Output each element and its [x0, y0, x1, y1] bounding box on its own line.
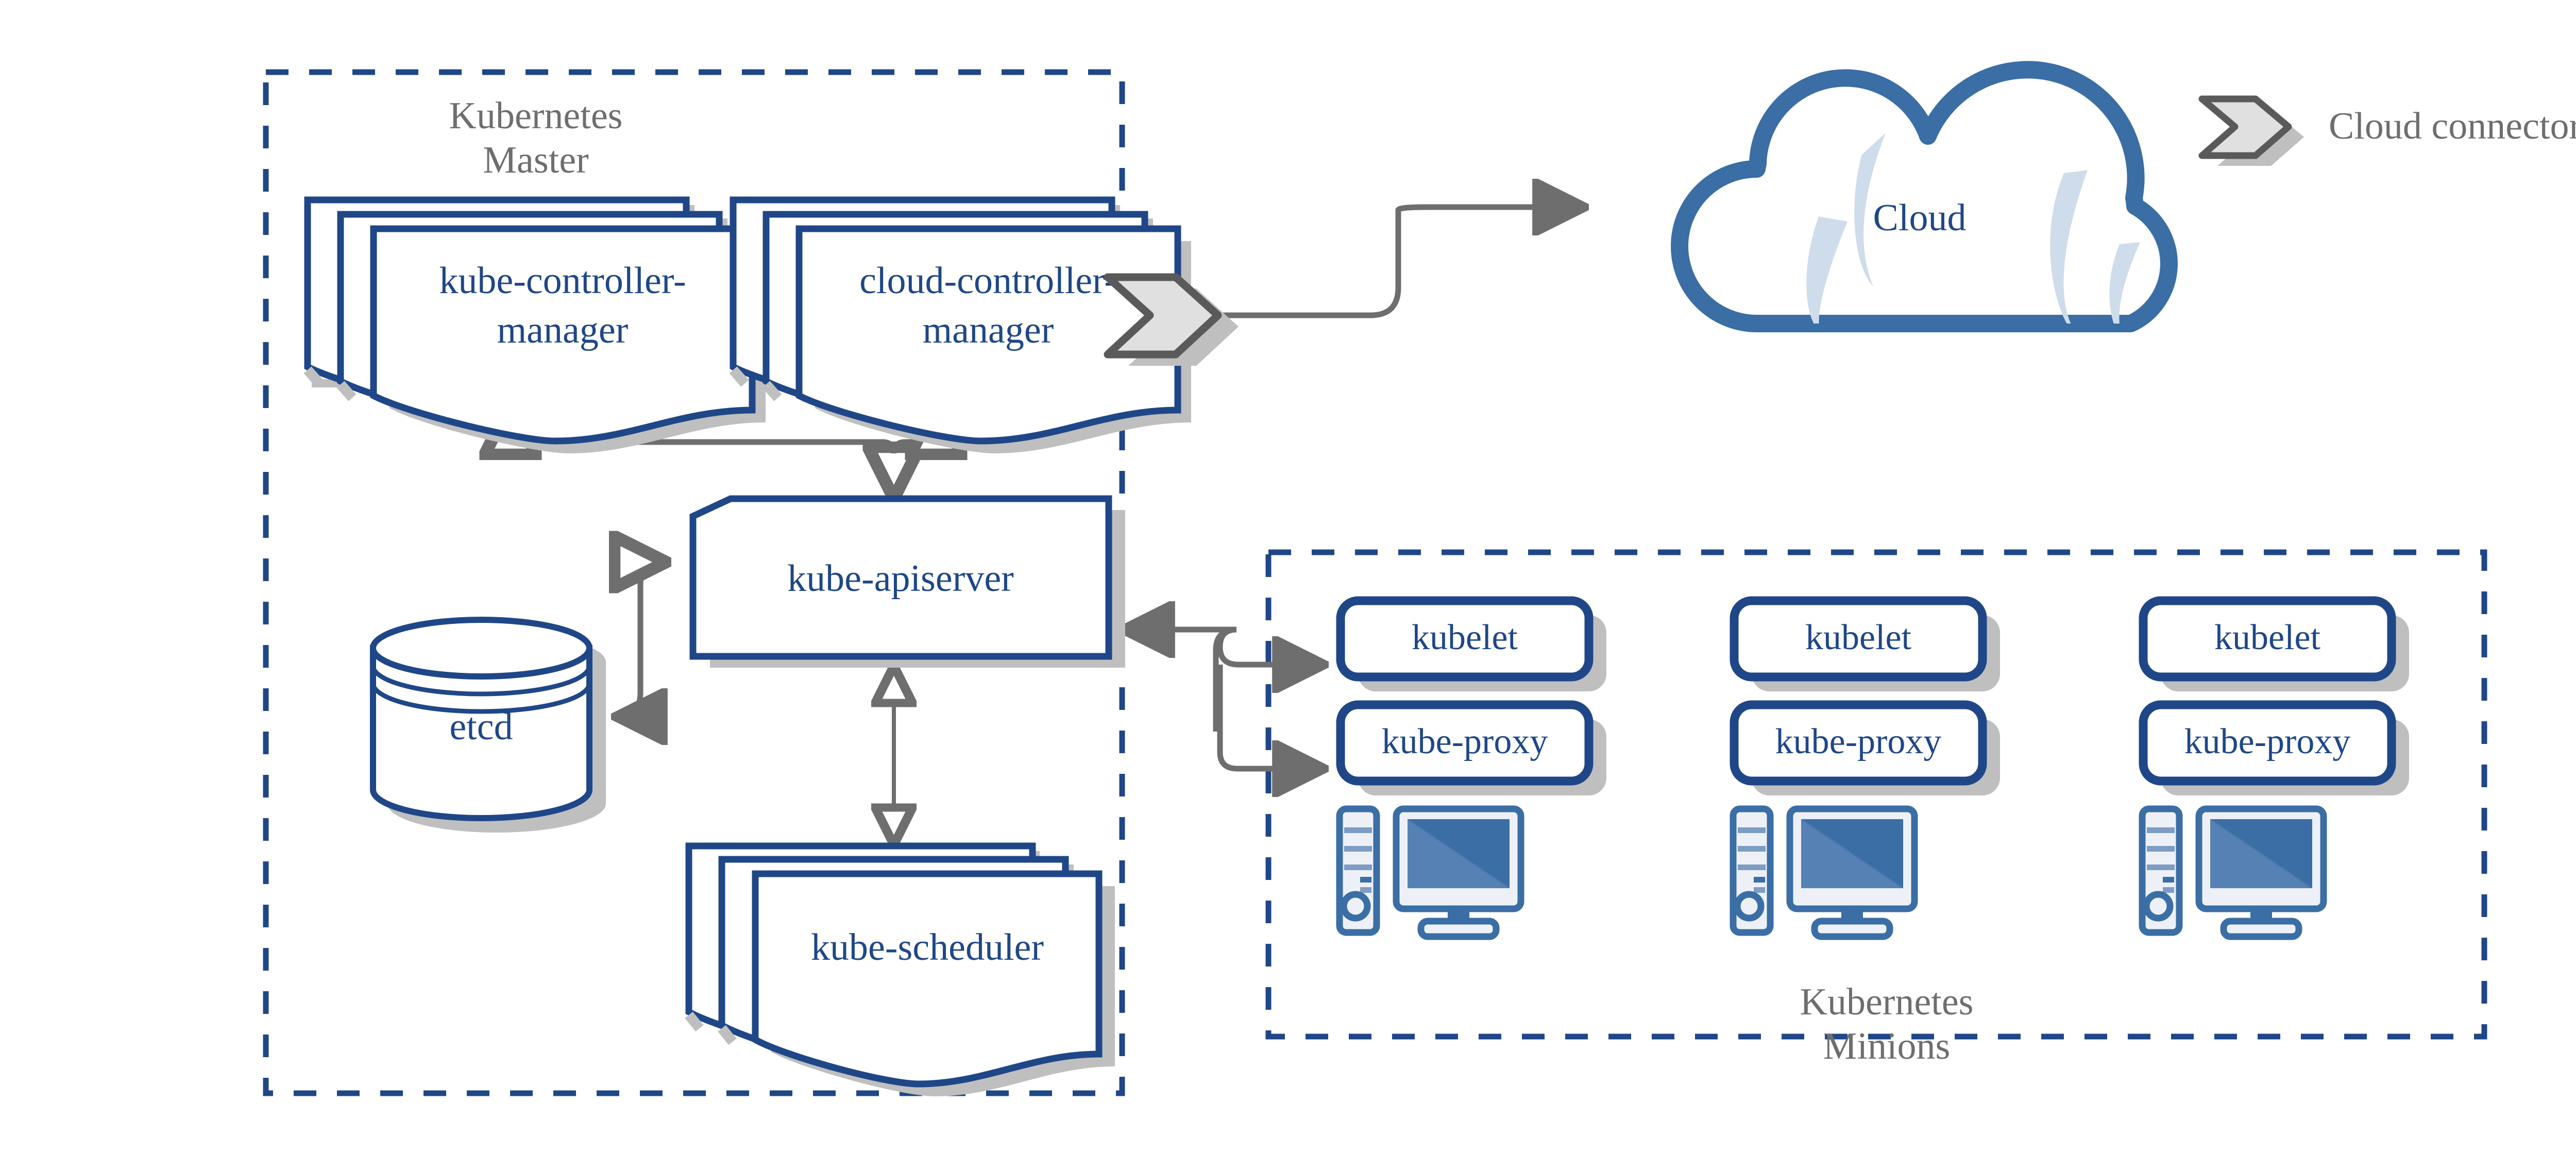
node-label-kube-controller-manager-line2: manager — [497, 309, 629, 351]
kubelet-box-2[interactable] — [1730, 596, 1987, 682]
master-dashed-border — [263, 69, 1125, 1096]
minion-node-1[interactable]: kubelet kube-proxy — [1336, 596, 1606, 940]
group-kubernetes-minions: Kubernetes Minions — [1265, 549, 2487, 1067]
minions-group-label-line1: Kubernetes — [1800, 981, 1974, 1023]
cloud-connector-icon — [1104, 273, 1239, 366]
node-etcd[interactable]: etcd — [370, 617, 606, 833]
connector-apiserver-to-etcd — [616, 562, 666, 717]
legend-label: Cloud connector — [2329, 105, 2576, 147]
connector-apiserver-to-kube-proxy — [1217, 665, 1324, 769]
node-kube-controller-manager[interactable]: kube-controller- manager — [303, 196, 766, 453]
kube-proxy-box-1[interactable] — [1336, 700, 1594, 786]
master-group-label-line2: Master — [483, 139, 589, 181]
cloud-shape — [1671, 61, 2178, 332]
kubelet-box-1[interactable] — [1336, 596, 1594, 682]
kubelet-box-3[interactable] — [2139, 596, 2396, 682]
etcd-ring-2 — [370, 683, 592, 714]
node-label-cloud-controller-manager-line2: manager — [923, 309, 1054, 351]
cloud-shading — [1806, 133, 2140, 324]
kube-proxy-box-3[interactable] — [2139, 700, 2396, 786]
node-label-kube-controller-manager-line1: kube-controller- — [439, 260, 686, 302]
apiserver-shape — [689, 495, 1112, 660]
doc-sheet-front — [370, 225, 756, 445]
kube-proxy-label-1: kube-proxy — [1382, 722, 1548, 761]
kube-proxy-label-3: kube-proxy — [2184, 722, 2351, 761]
minions-group-label-line2: Minions — [1823, 1025, 1951, 1067]
cloud-connector-chevron — [1104, 273, 1222, 359]
doc-sheet-front — [752, 870, 1103, 1088]
cloud-label: Cloud — [1873, 197, 1967, 239]
node-label-kube-apiserver: kube-apiserver — [787, 557, 1014, 600]
node-label-etcd: etcd — [449, 706, 513, 748]
node-cloud-controller-manager[interactable]: cloud-controller- manager — [729, 196, 1191, 453]
kubelet-label-3: kubelet — [2214, 618, 2321, 657]
kube-proxy-label-2: kube-proxy — [1775, 722, 1942, 761]
node-label-kube-scheduler: kube-scheduler — [811, 926, 1044, 969]
minion-node-2[interactable]: kubelet kube-proxy — [1730, 596, 2000, 940]
kubelet-label-2: kubelet — [1805, 618, 1912, 657]
kubelet-label-1: kubelet — [1412, 618, 1518, 657]
legend-cloud-connector-icon — [2198, 95, 2292, 159]
legend: Cloud connector — [2198, 95, 2576, 166]
node-kube-scheduler[interactable]: kube-scheduler — [685, 842, 1115, 1096]
desktop-computer-icon-1 — [1336, 805, 1524, 940]
minion-node-3[interactable]: kubelet kube-proxy — [2139, 596, 2409, 940]
group-kubernetes-master: Kubernetes Master — [263, 69, 1125, 1096]
etcd-ring-1 — [370, 665, 592, 697]
kube-proxy-box-2[interactable] — [1730, 700, 1987, 786]
node-kube-apiserver[interactable]: kube-apiserver — [689, 495, 1125, 668]
master-group-label-line1: Kubernetes — [449, 95, 623, 137]
minions-dashed-border — [1265, 549, 2487, 1040]
desktop-computer-icon-2 — [1730, 805, 1918, 940]
node-cloud[interactable]: Cloud — [1671, 61, 2178, 344]
doc-sheet-front — [795, 225, 1181, 445]
node-label-cloud-controller-manager-line1: cloud-controller- — [859, 260, 1117, 302]
desktop-computer-icon-3 — [2139, 805, 2327, 940]
etcd-cylinder-top — [370, 617, 592, 680]
connector-cloud-controller-manager-to-cloud — [1199, 207, 1584, 318]
